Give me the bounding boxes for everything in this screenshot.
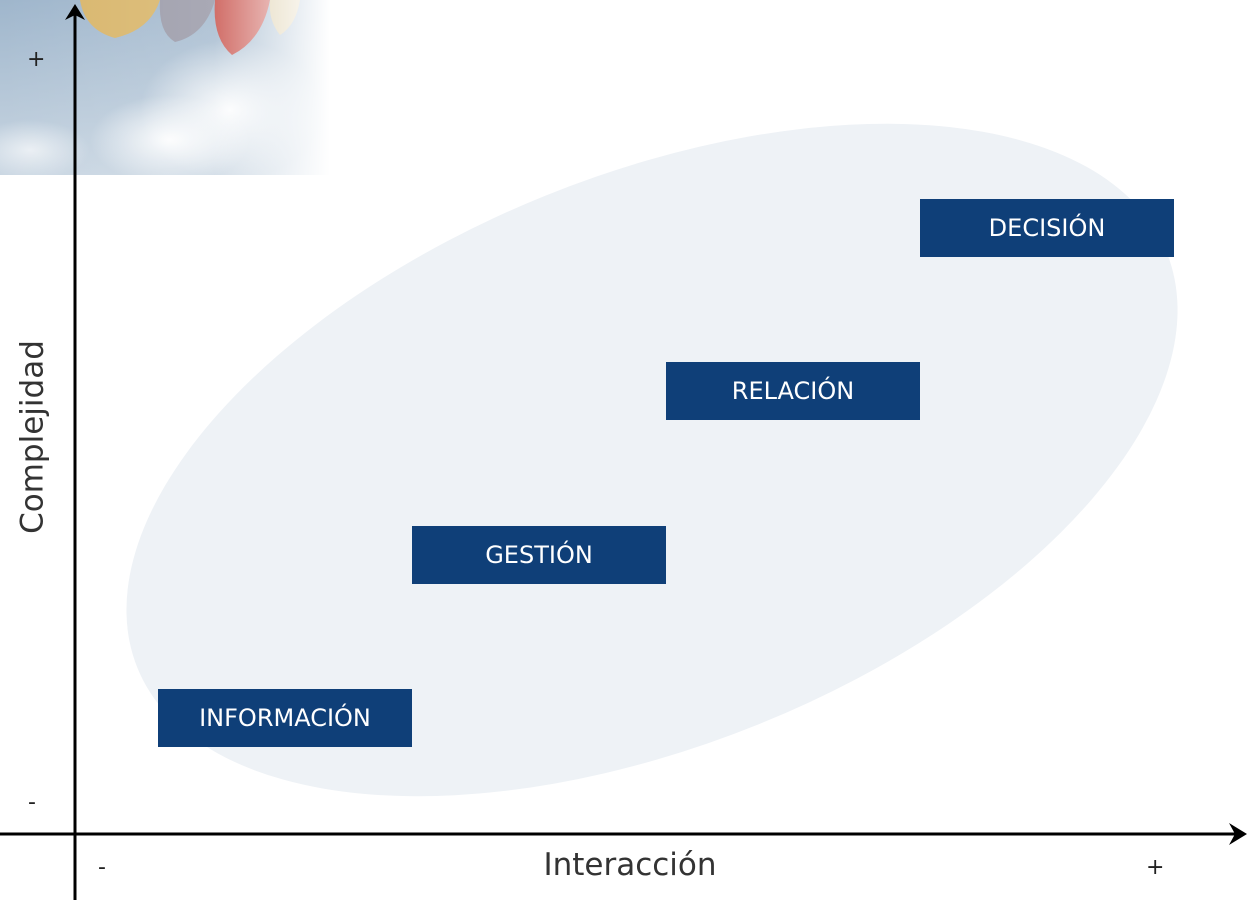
stage-label-informacion: INFORMACIÓN	[199, 704, 371, 732]
x-axis-arrowhead	[1229, 823, 1247, 845]
y-axis-title: Complejidad	[14, 340, 51, 534]
stage-label-decision: DECISIÓN	[988, 214, 1106, 242]
x-axis-max-mark: +	[1146, 855, 1165, 880]
stage-box-relacion: RELACIÓN	[666, 362, 920, 420]
sky-balloon-photo	[0, 0, 330, 175]
x-axis-min-mark: -	[98, 855, 106, 880]
grouping-ellipse	[126, 123, 1178, 797]
y-axis-min-mark: -	[28, 790, 36, 815]
stage-label-gestion: GESTIÓN	[485, 541, 593, 569]
stage-box-decision: DECISIÓN	[920, 199, 1174, 257]
stage-box-informacion: INFORMACIÓN	[158, 689, 412, 747]
stage-box-gestion: GESTIÓN	[412, 526, 666, 584]
y-axis-arrowhead	[65, 4, 85, 20]
y-axis-max-mark: +	[27, 47, 46, 72]
x-axis-title: Interacción	[543, 847, 717, 883]
stage-label-relacion: RELACIÓN	[731, 377, 855, 405]
